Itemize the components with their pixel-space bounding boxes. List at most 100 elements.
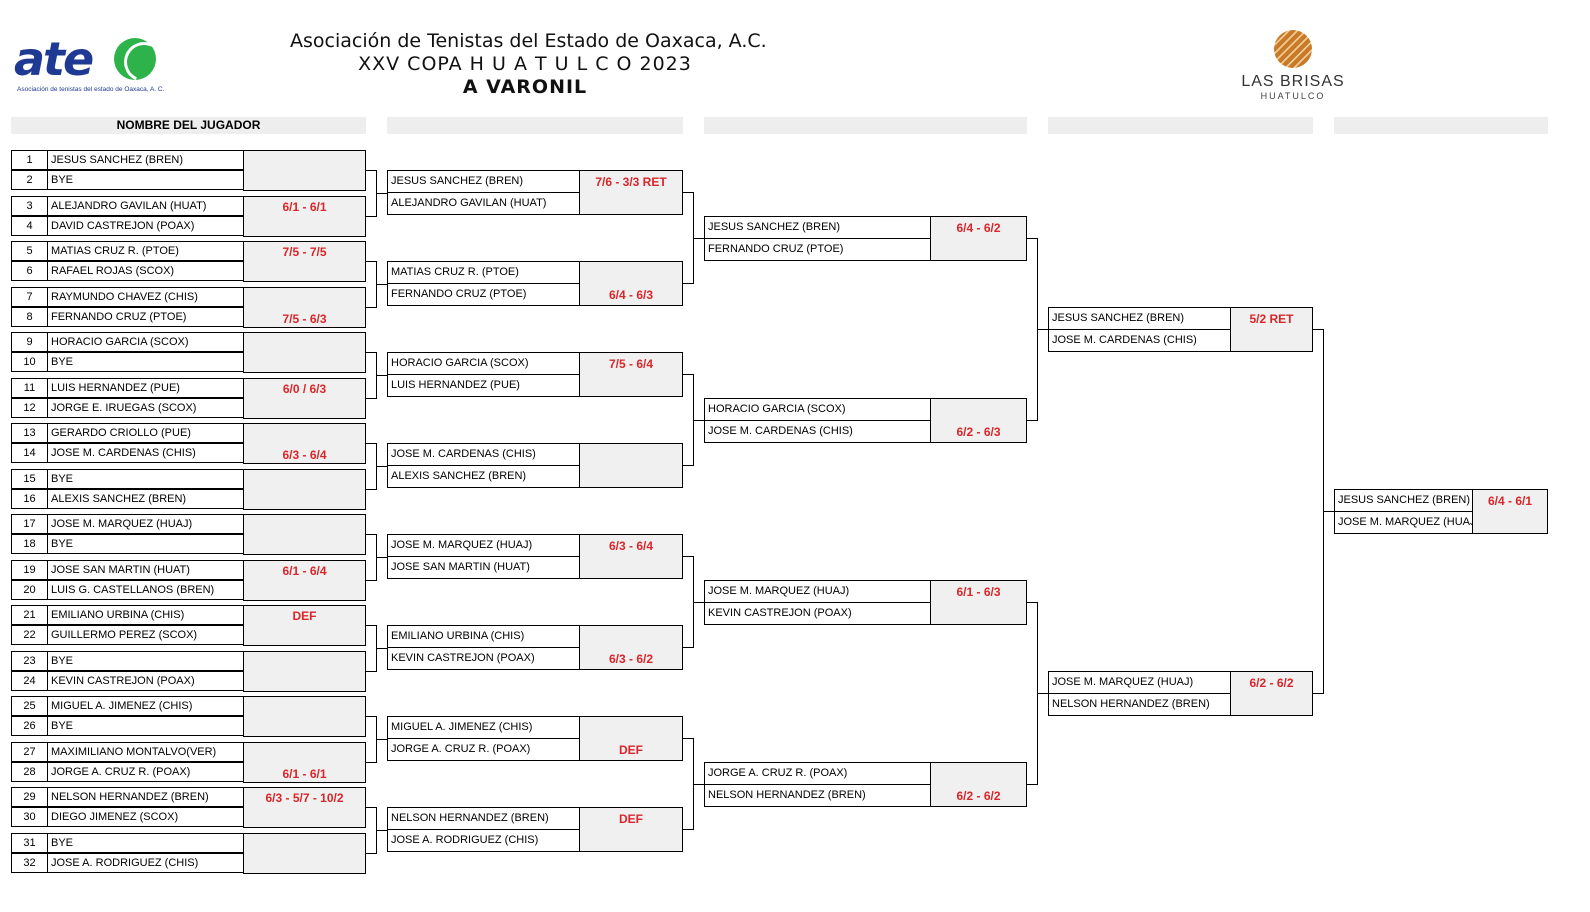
player-name: JOSE M. CARDENAS (CHIS) [704,420,931,443]
bracket-connector [366,307,376,308]
player-name: HORACIO GARCIA (SCOX) [704,398,931,421]
match-score [243,514,366,555]
column-header-final [1334,117,1548,134]
player-name: JOSE M. MARQUEZ (HUAJ) [1334,511,1473,534]
player-name: FERNANDO CRUZ (PTOE) [704,238,931,261]
player-name: JESUS SANCHEZ (BREN) [47,150,244,170]
player-name: BYE [47,352,244,372]
player-seed-number: 4 [11,216,48,236]
match-score: 6/1 - 6/1 [243,196,366,237]
bracket-connector [693,420,704,421]
match-score: 6/3 - 6/4 [579,534,683,579]
column-header-round-3 [704,117,1027,134]
bracket-connector [376,739,387,740]
match-score: 6/3 - 6/4 [243,423,366,464]
player-seed-number: 5 [11,241,48,261]
player-seed-number: 15 [11,469,48,489]
match-score [243,469,366,510]
player-name: FERNANDO CRUZ (PTOE) [47,307,244,327]
player-name: GUILLERMO PEREZ (SCOX) [47,625,244,645]
bracket-connector [366,580,376,581]
player-seed-number: 3 [11,196,48,216]
bracket-connector [366,489,376,490]
player-name: JESUS SANCHEZ (BREN) [1048,307,1231,330]
bracket-connector [683,829,693,830]
bracket-connector [1313,329,1323,330]
bracket-connector [376,466,387,467]
player-seed-number: 13 [11,423,48,443]
player-name: FERNANDO CRUZ (PTOE) [387,283,580,306]
player-seed-number: 1 [11,150,48,170]
match-score: 6/0 / 6/3 [243,378,366,419]
player-name: KEVIN CASTREJON (POAX) [387,647,580,670]
player-name: ALEXIS SANCHEZ (BREN) [47,489,244,509]
match-score: 7/6 - 3/3 RET [579,170,683,215]
player-name: JOSE M. CARDENAS (CHIS) [47,443,244,463]
player-seed-number: 14 [11,443,48,463]
bracket-connector [366,398,376,399]
bracket-connector [366,625,376,626]
category-title: A VARONIL [462,76,588,98]
player-name: HORACIO GARCIA (SCOX) [47,332,244,352]
player-name: NELSON HERNANDEZ (BREN) [387,807,580,830]
match-score: 6/2 - 6/2 [1230,671,1313,716]
player-name: JOSE M. MARQUEZ (HUAJ) [1048,671,1231,694]
player-name: JOSE M. MARQUEZ (HUAJ) [387,534,580,557]
bracket-connector [376,375,387,376]
player-name: KEVIN CASTREJON (POAX) [47,671,244,691]
player-name: JOSE M. MARQUEZ (HUAJ) [47,514,244,534]
player-name: DAVID CASTREJON (POAX) [47,216,244,236]
player-name: NELSON HERNANDEZ (BREN) [704,784,931,807]
player-name: MAXIMILIANO MONTALVO(VER) [47,742,244,762]
match-score: 6/4 - 6/2 [930,216,1027,261]
bracket-connector [683,192,693,193]
match-score [243,651,366,692]
match-score: 6/1 - 6/1 [243,742,366,783]
bracket-connector [1027,238,1037,239]
player-name: BYE [47,651,244,671]
tennis-ball-icon [114,38,156,80]
match-score: DEF [579,807,683,852]
match-score: 7/5 - 6/4 [579,352,683,397]
bracket-connector [683,283,693,284]
player-seed-number: 30 [11,807,48,827]
player-name: JESUS SANCHEZ (BREN) [387,170,580,193]
player-name: DIEGO JIMENEZ (SCOX) [47,807,244,827]
column-header-round-4 [1048,117,1313,134]
player-name: MIGUEL A. JIMENEZ (CHIS) [387,716,580,739]
player-name: JOSE SAN MARTIN (HUAT) [47,560,244,580]
player-name: EMILIANO URBINA (CHIS) [47,605,244,625]
player-name: JORGE A. CRUZ R. (POAX) [387,738,580,761]
bracket-connector [366,716,376,717]
player-name: BYE [47,833,244,853]
player-name: JOSE A. RODRIGUEZ (CHIS) [387,829,580,852]
player-seed-number: 25 [11,696,48,716]
match-score: 6/4 - 6/1 [1472,489,1548,534]
bracket-connector [1027,602,1037,603]
bracket-connector [376,557,387,558]
bracket-connector [366,671,376,672]
player-name: HORACIO GARCIA (SCOX) [387,352,580,375]
match-score: 6/4 - 6/3 [579,261,683,306]
bracket-connector [376,648,387,649]
player-seed-number: 2 [11,170,48,190]
player-seed-number: 6 [11,261,48,281]
bracket-connector [366,534,376,535]
bracket-connector [693,784,704,785]
bracket-connector [366,216,376,217]
player-seed-number: 18 [11,534,48,554]
match-score [243,150,366,191]
player-name: BYE [47,469,244,489]
bracket-connector [1027,420,1037,421]
player-seed-number: 8 [11,307,48,327]
player-seed-number: 16 [11,489,48,509]
player-name: MATIAS CRUZ R. (PTOE) [47,241,244,261]
column-header-player-name: NOMBRE DEL JUGADOR [11,117,366,134]
player-name: LUIS HERNANDEZ (PUE) [47,378,244,398]
player-seed-number: 31 [11,833,48,853]
bracket-connector [1037,693,1048,694]
las-brisas-logo: LAS BRISAS HUATULCO [1238,30,1348,108]
player-name: MATIAS CRUZ R. (PTOE) [387,261,580,284]
player-name: BYE [47,170,244,190]
bracket-connector [366,807,376,808]
